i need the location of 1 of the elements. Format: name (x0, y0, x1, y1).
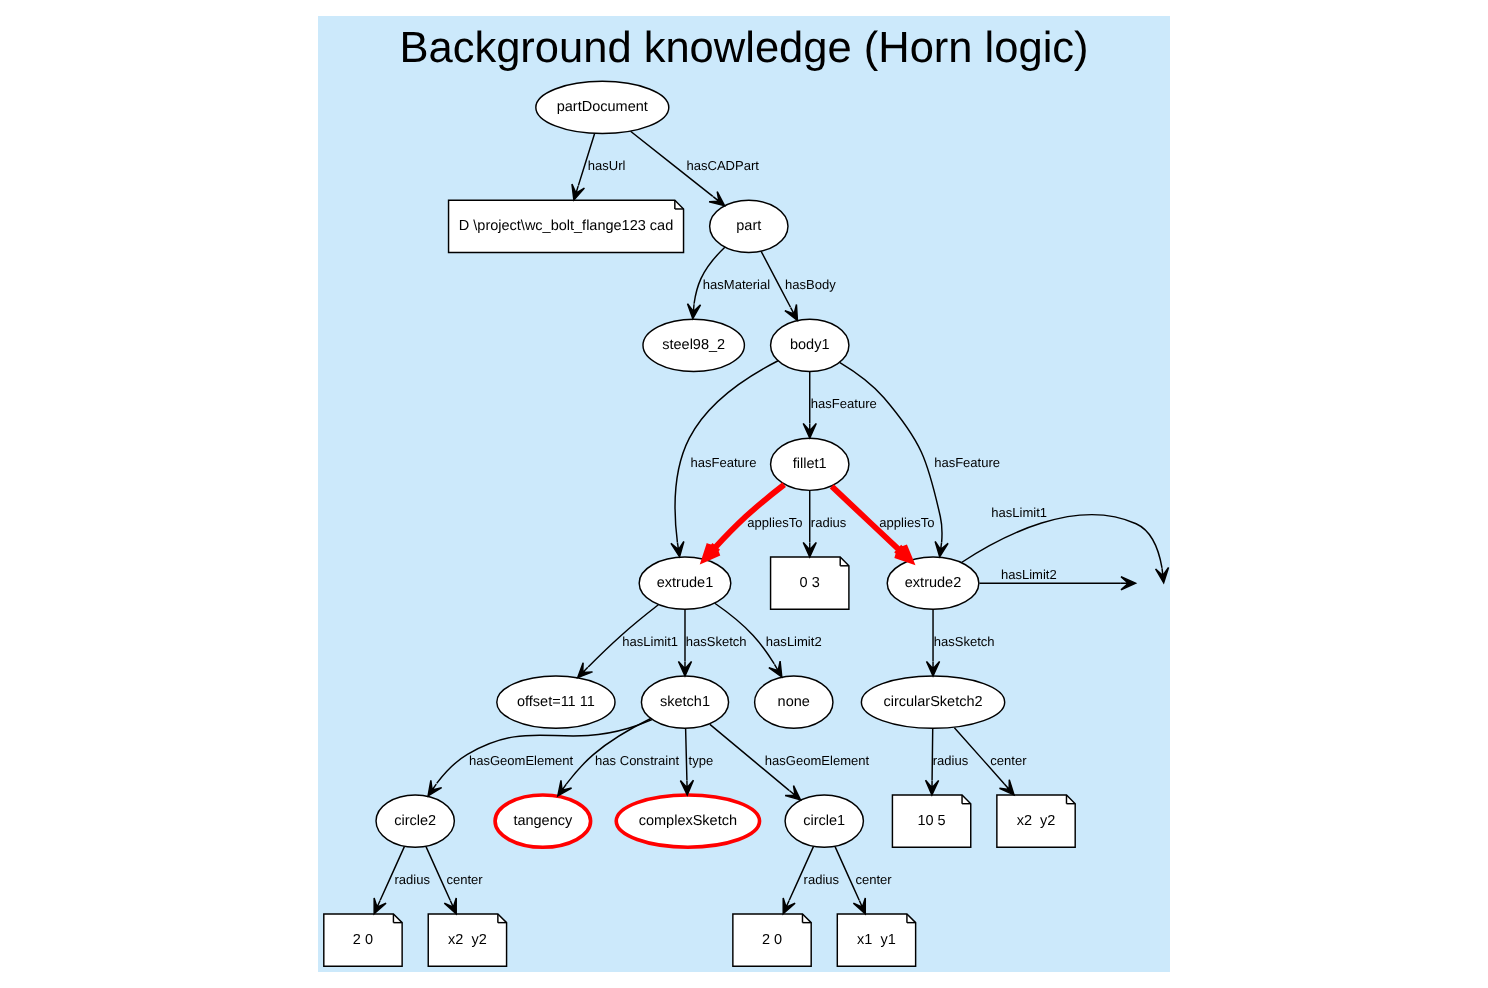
diagram-title: Background knowledge (Horn logic) (399, 22, 1089, 73)
